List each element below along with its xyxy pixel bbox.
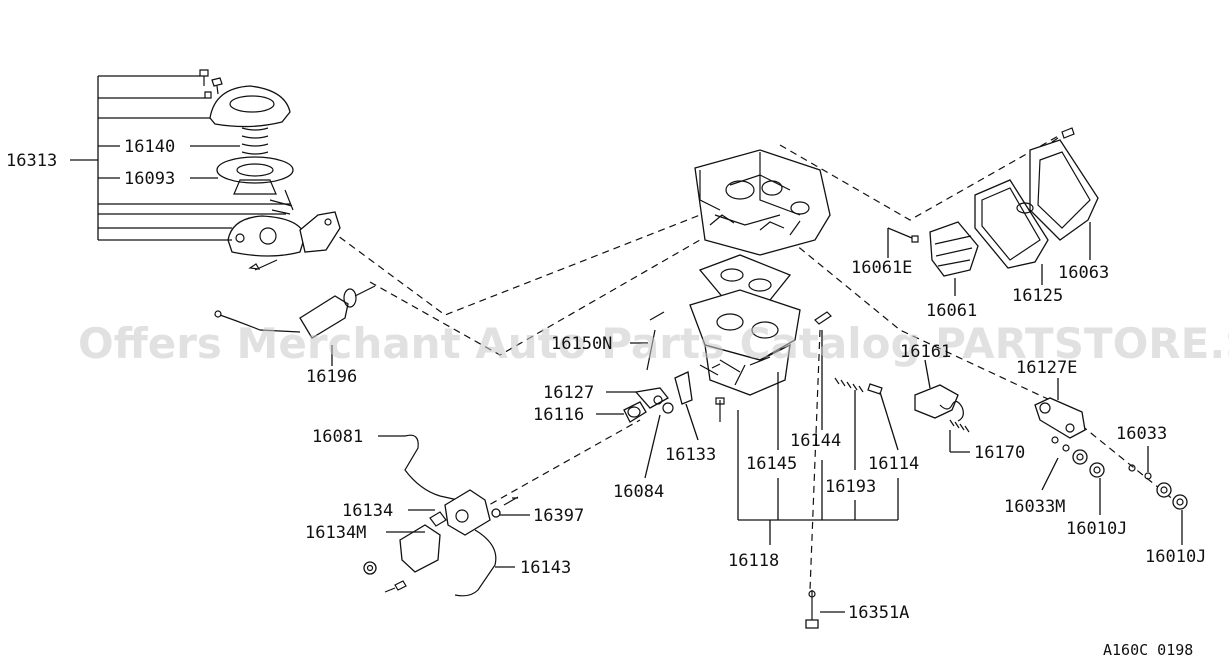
part-label-16084[interactable]: 16084 <box>613 482 664 502</box>
watermark: Offers Merchant Auto Parts Catalog PARTS… <box>78 319 1229 368</box>
cable-16196 <box>214 285 376 339</box>
linkage-16127E <box>1034 397 1188 510</box>
lever-cluster-16127 <box>623 371 693 423</box>
part-label-16118[interactable]: 16118 <box>728 551 779 571</box>
screw-16351A <box>805 590 819 629</box>
part-label-16313[interactable]: 16313 <box>6 151 57 171</box>
part-label-16397[interactable]: 16397 <box>533 506 584 526</box>
part-label-16351A[interactable]: 16351A <box>848 603 909 623</box>
part-label-16010J-a[interactable]: 16010J <box>1066 519 1127 539</box>
bracket-16161 <box>914 384 970 433</box>
part-label-16170[interactable]: 16170 <box>974 443 1025 463</box>
part-label-16196[interactable]: 16196 <box>306 367 357 387</box>
part-label-16134M[interactable]: 16134M <box>305 523 366 543</box>
part-label-16061[interactable]: 16061 <box>926 301 977 321</box>
part-label-16061E[interactable]: 16061E <box>851 258 912 278</box>
part-label-16143[interactable]: 16143 <box>520 558 571 578</box>
part-label-16161[interactable]: 16161 <box>900 342 951 362</box>
air-cleaner-parts <box>911 127 1099 277</box>
part-label-16133[interactable]: 16133 <box>665 445 716 465</box>
carburetor-body <box>646 149 883 422</box>
part-label-16033M[interactable]: 16033M <box>1004 497 1065 517</box>
part-label-16145[interactable]: 16145 <box>746 454 797 474</box>
assembly-dashed-lines <box>329 134 1181 591</box>
part-label-16010J-b[interactable]: 16010J <box>1145 547 1206 567</box>
choke-diaphragm-assembly <box>199 69 341 271</box>
part-label-16140[interactable]: 16140 <box>124 137 175 157</box>
part-label-16114[interactable]: 16114 <box>868 454 919 474</box>
part-label-16125[interactable]: 16125 <box>1012 286 1063 306</box>
figure-code: A160C 0198 <box>1103 641 1193 659</box>
part-label-16116[interactable]: 16116 <box>533 405 584 425</box>
part-label-16150N[interactable]: 16150N <box>551 334 612 354</box>
part-label-16093[interactable]: 16093 <box>124 169 175 189</box>
leader-lines <box>70 75 1183 613</box>
part-label-16193[interactable]: 16193 <box>825 477 876 497</box>
part-label-16081[interactable]: 16081 <box>312 427 363 447</box>
part-label-16134[interactable]: 16134 <box>342 501 393 521</box>
throttle-lever-assembly <box>363 434 519 597</box>
part-labels: 16313 16140 16093 16196 16081 16134 1613… <box>6 137 1206 623</box>
part-label-16144[interactable]: 16144 <box>790 431 841 451</box>
part-label-16127E[interactable]: 16127E <box>1016 358 1077 378</box>
part-label-16063[interactable]: 16063 <box>1058 263 1109 283</box>
part-label-16127[interactable]: 16127 <box>543 383 594 403</box>
part-label-16033[interactable]: 16033 <box>1116 424 1167 444</box>
